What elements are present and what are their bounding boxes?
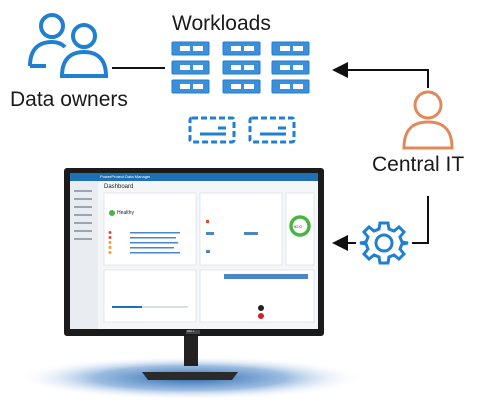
workloads-label: Workloads xyxy=(172,12,271,35)
screen-header-title: PowerProtect Data Manager xyxy=(100,174,151,179)
storage-drive-icon xyxy=(188,116,296,144)
people-icon xyxy=(28,13,109,78)
arrow-to-workloads xyxy=(332,62,429,88)
screen-page-title: Dashboard xyxy=(104,184,134,190)
data-owners-label: Data owners xyxy=(10,88,128,111)
screen-health-status: Healthy xyxy=(117,210,134,216)
screen-score: 92.0 xyxy=(294,224,302,229)
connector-line xyxy=(412,196,429,244)
monitor-icon xyxy=(64,168,324,380)
gear-icon xyxy=(359,221,409,265)
central-it-label: Central IT xyxy=(372,153,465,176)
person-icon xyxy=(402,90,454,150)
server-rack-icon xyxy=(171,41,310,94)
monitor-brand: DELL xyxy=(187,329,195,333)
